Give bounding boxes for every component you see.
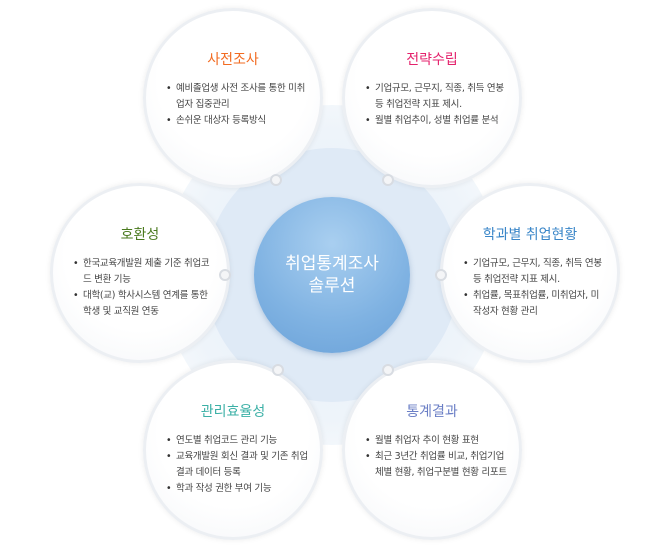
node-item: 학과 작성 권한 부여 기능 bbox=[166, 481, 308, 497]
node-statistics-result: 통계결과 월별 취업자 추이 현황 표현최근 3년간 취업률 비교, 취업기업체… bbox=[342, 360, 522, 540]
node-item: 월별 취업자 추이 현황 표현 bbox=[365, 433, 507, 449]
node-title: 전략수립 bbox=[406, 52, 458, 68]
node-item: 한국교육개발원 제출 기준 취업코드 변환 기능 bbox=[73, 256, 215, 288]
center-solution-circle: 취업통계조사 솔루션 bbox=[254, 197, 410, 353]
node-department-status: 학과별 취업현황 기업규모, 근무지, 직종, 취득 연봉 등 취업전략 지표 … bbox=[440, 183, 620, 363]
connector-dot bbox=[219, 269, 231, 281]
node-item: 최근 3년간 취업률 비교, 취업기업체별 현황, 취업구분별 현황 리포트 bbox=[365, 449, 507, 481]
center-title-line1: 취업통계조사 bbox=[285, 254, 379, 274]
connector-dot bbox=[272, 364, 284, 376]
node-item: 대학(교) 학사시스템 연계를 통한 학생 및 교직원 연동 bbox=[73, 288, 215, 320]
node-pre-survey: 사전조사 예비졸업생 사전 조사를 통한 미취업자 집중관리손쉬운 대상자 등록… bbox=[143, 8, 323, 188]
node-compatibility: 호환성 한국교육개발원 제출 기준 취업코드 변환 기능대학(교) 학사시스템 … bbox=[50, 183, 230, 363]
node-title: 학과별 취업현황 bbox=[482, 227, 578, 243]
node-title: 사전조사 bbox=[207, 52, 259, 68]
node-item: 연도별 취업코드 관리 기능 bbox=[166, 433, 308, 449]
connector-dot bbox=[435, 269, 447, 281]
node-title: 호환성 bbox=[120, 227, 160, 243]
connector-dot bbox=[382, 174, 394, 186]
node-item: 취업률, 목표취업률, 미취업자, 미작성자 현황 관리 bbox=[463, 288, 605, 320]
node-title: 관리효율성 bbox=[200, 404, 266, 420]
connector-dot bbox=[382, 364, 394, 376]
center-title-line2: 솔루션 bbox=[308, 276, 356, 296]
node-item: 기업규모, 근무지, 직종, 취득 연봉 등 취업전략 지표 제시. bbox=[365, 81, 507, 113]
node-title: 통계결과 bbox=[406, 404, 458, 420]
node-item: 예비졸업생 사전 조사를 통한 미취업자 집중관리 bbox=[166, 81, 308, 113]
node-strategy: 전략수립 기업규모, 근무지, 직종, 취득 연봉 등 취업전략 지표 제시.월… bbox=[342, 8, 522, 188]
connector-dot bbox=[270, 174, 282, 186]
node-item: 월별 취업추이, 성별 취업률 분석 bbox=[365, 113, 507, 129]
node-management-efficiency: 관리효율성 연도별 취업코드 관리 기능교육개발원 회신 결과 및 기존 취업결… bbox=[143, 360, 323, 540]
node-item: 손쉬운 대상자 등록방식 bbox=[166, 113, 308, 129]
node-item: 교육개발원 회신 결과 및 기존 취업결과 데이터 등록 bbox=[166, 449, 308, 481]
node-item: 기업규모, 근무지, 직종, 취득 연봉 등 취업전략 지표 제시. bbox=[463, 256, 605, 288]
